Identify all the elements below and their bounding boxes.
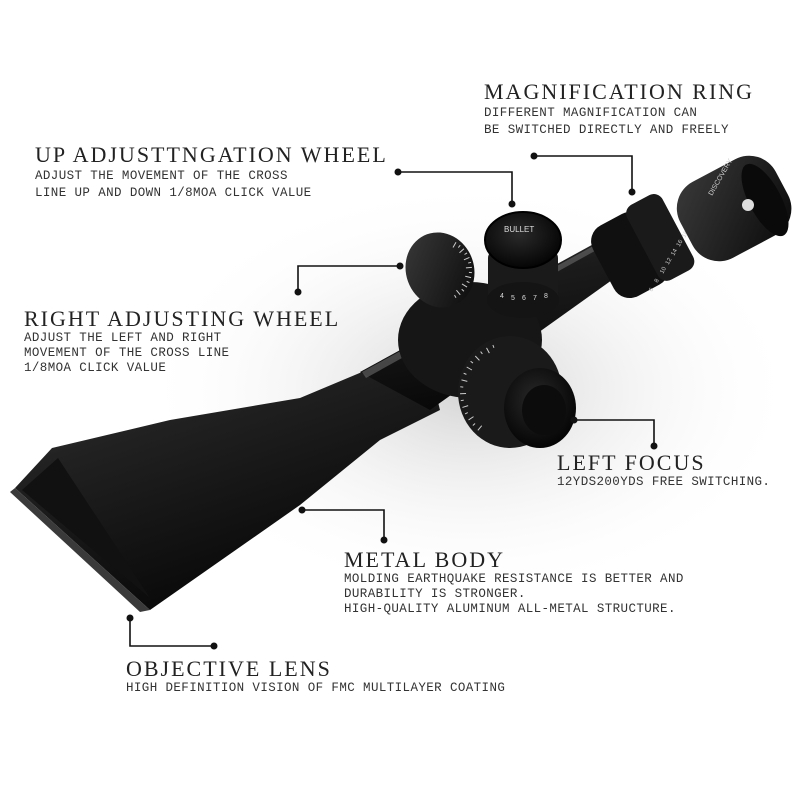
leader-up-wheel: [398, 171, 513, 204]
magnification-number: 18: [681, 230, 690, 239]
dot-up-b: [508, 200, 516, 208]
windage-tick: [466, 280, 470, 284]
leader-right-wheel: [297, 265, 400, 292]
objective-lens-rim: [10, 488, 150, 612]
magnification-number: 10: [659, 266, 668, 275]
windage-tick: [461, 288, 465, 292]
eyepiece: DISCOVERY: [676, 155, 792, 262]
focus-tick: [470, 360, 474, 364]
dot-objective-a: [126, 614, 134, 622]
windage-tick: [452, 242, 457, 248]
dot-up-a: [394, 168, 402, 176]
focus-tick: [461, 379, 468, 382]
focus-tick: [462, 405, 469, 408]
turret-number: 7: [533, 295, 537, 302]
dot-metal-a: [298, 506, 306, 514]
windage-tick: [461, 283, 468, 288]
turret-number: 6: [522, 295, 526, 302]
windage-tick: [459, 248, 465, 254]
label-right-wheel: RIGHT ADJUSTING WHEEL ADJUST THE LEFT AN…: [24, 307, 340, 376]
dot-right-a: [294, 288, 302, 296]
windage-tick: [465, 275, 472, 279]
objective-bell: [15, 370, 440, 610]
magnification-number: 8: [654, 278, 661, 284]
focus-tick: [492, 344, 495, 349]
windage-tick: [454, 294, 457, 298]
dot-focus-b: [650, 442, 658, 450]
up-wheel-title: UP ADJUSTTNGATION WHEEL: [35, 142, 388, 167]
focus-tick: [474, 355, 480, 361]
windage-tick: [457, 244, 461, 248]
windage-tick: [468, 261, 472, 264]
windage-tick: [456, 289, 461, 296]
metal-body-desc-1: MOLDING EARTHQUAKE RESISTANCE IS BETTER …: [344, 572, 684, 586]
right-wheel-desc-1: ADJUST THE LEFT AND RIGHT: [24, 331, 222, 345]
magnification-ring-desc-1: DIFFERENT MAGNIFICATION CAN: [484, 106, 698, 120]
metal-body-desc-3: HIGH-QUALITY ALUMINUM ALL-METAL STRUCTUR…: [344, 602, 676, 616]
objective-lens-desc-1: HIGH DEFINITION VISION OF FMC MULTILAYER…: [126, 681, 506, 695]
leader-magnification: [534, 155, 633, 192]
windage-turret: [405, 232, 475, 308]
objective-inner: [22, 458, 150, 598]
focus-tick: [460, 399, 464, 402]
left-focus-title: LEFT FOCUS: [557, 450, 706, 475]
label-objective-lens: OBJECTIVE LENS HIGH DEFINITION VISION OF…: [126, 657, 505, 696]
dot-metal-b: [380, 536, 388, 544]
objective-lens-title: OBJECTIVE LENS: [126, 656, 332, 681]
leader-metal-body: [302, 509, 385, 540]
magnification-number: 16: [676, 239, 685, 248]
turret-number: 5: [511, 295, 515, 302]
up-wheel-desc-1: ADJUST THE MOVEMENT OF THE CROSS: [35, 169, 288, 183]
metal-body-title: METAL BODY: [344, 547, 506, 572]
turret-top-marking: BULLET: [504, 225, 534, 234]
magnification-number: 6: [648, 287, 655, 293]
focus-tick: [486, 347, 490, 354]
right-wheel-title: RIGHT ADJUSTING WHEEL: [24, 306, 341, 331]
focus-tick: [472, 423, 476, 426]
turret-number: 8: [544, 293, 548, 300]
dot-magnification-b: [628, 188, 636, 196]
right-wheel-desc-3: 1/8MOA CLICK VALUE: [24, 361, 167, 375]
focus-tick: [477, 425, 483, 431]
focus-tick: [463, 372, 467, 375]
leader-lines: [129, 155, 655, 647]
dot-magnification-a: [530, 152, 538, 160]
left-focus-desc-1: 12YDS200YDS FREE SWITCHING.: [557, 475, 771, 489]
label-metal-body: METAL BODY MOLDING EARTHQUAKE RESISTANCE…: [344, 548, 684, 617]
windage-tick: [464, 252, 468, 255]
magnification-number: 14: [670, 248, 679, 257]
label-left-focus: LEFT FOCUS 12YDS200YDS FREE SWITCHING.: [557, 451, 770, 490]
magnification-ring-desc-2: BE SWITCHED DIRECTLY AND FREELY: [484, 123, 729, 137]
magnification-number: 12: [665, 257, 674, 266]
windage-tick: [463, 256, 470, 261]
leader-objective: [129, 618, 214, 647]
label-magnification-ring: MAGNIFICATION RING DIFFERENT MAGNIFICATI…: [484, 80, 754, 138]
turret-number: 4: [500, 293, 504, 300]
leader-left-focus: [574, 419, 655, 446]
leader-dots: [126, 152, 658, 650]
side-focus-knob: [458, 336, 576, 448]
focus-tick: [466, 366, 473, 371]
focus-tick: [480, 351, 483, 355]
metal-body-desc-2: DURABILITY IS STRONGER.: [344, 587, 526, 601]
up-wheel-desc-2: LINE UP AND DOWN 1/8MOA CLICK VALUE: [35, 186, 312, 200]
magnification-ring-title: MAGNIFICATION RING: [484, 79, 755, 104]
right-wheel-desc-2: MOVEMENT OF THE CROSS LINE: [24, 346, 230, 360]
label-up-wheel: UP ADJUSTTNGATION WHEEL ADJUST THE MOVEM…: [35, 143, 388, 201]
focus-tick: [468, 416, 474, 421]
dot-objective-b: [210, 642, 218, 650]
focus-tick: [464, 412, 468, 415]
dot-focus-a: [570, 416, 578, 424]
dot-right-b: [396, 262, 404, 270]
